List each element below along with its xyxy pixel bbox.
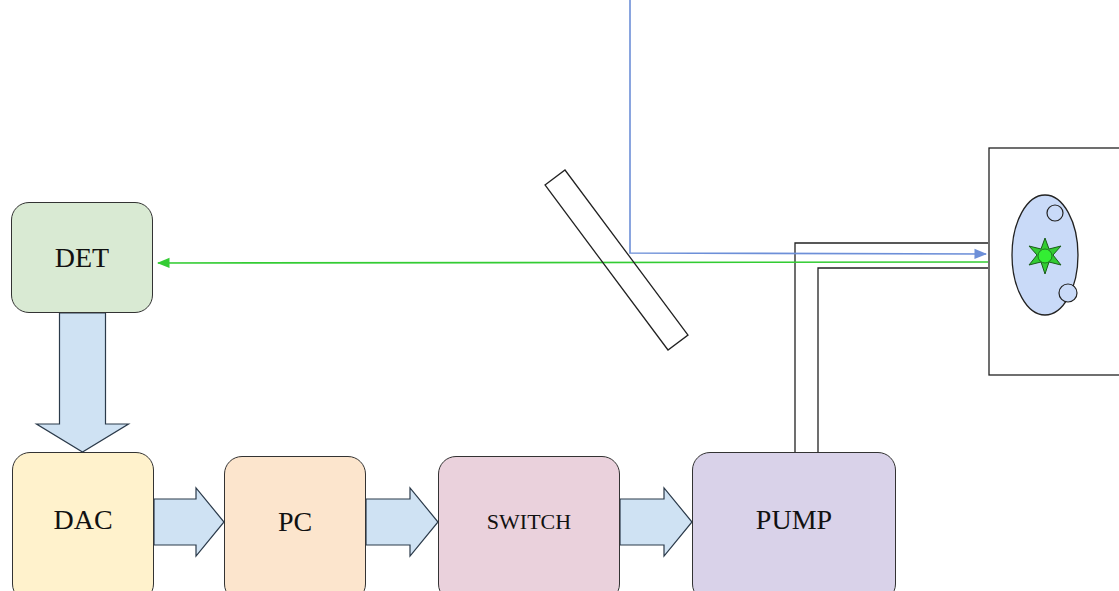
tube <box>818 268 988 452</box>
tube <box>795 243 988 452</box>
fluorescence-star <box>1029 238 1061 274</box>
block-arrow <box>154 488 224 556</box>
emission-beam <box>158 262 988 263</box>
process-box: PUMP <box>692 452 896 591</box>
box-label: PC <box>278 506 312 538</box>
dichroic-mirror <box>545 170 688 350</box>
box-label: DAC <box>53 504 112 536</box>
block-arrow <box>366 488 438 556</box>
block-arrow <box>37 313 129 452</box>
port <box>1047 205 1063 221</box>
process-box: SWITCH <box>438 456 620 591</box>
fluorescent-spot <box>1038 249 1052 263</box>
box-label: SWITCH <box>487 509 571 535</box>
process-box: DAC <box>12 452 154 591</box>
process-box: PC <box>224 456 366 591</box>
sample-chamber <box>1012 195 1078 315</box>
excitation-beam <box>630 0 986 254</box>
box-label: PUMP <box>756 504 832 536</box>
sample-holder <box>989 148 1119 375</box>
box-label: DET <box>55 242 109 274</box>
port <box>1059 284 1077 302</box>
block-arrow <box>620 488 692 556</box>
process-box: DET <box>11 202 153 313</box>
